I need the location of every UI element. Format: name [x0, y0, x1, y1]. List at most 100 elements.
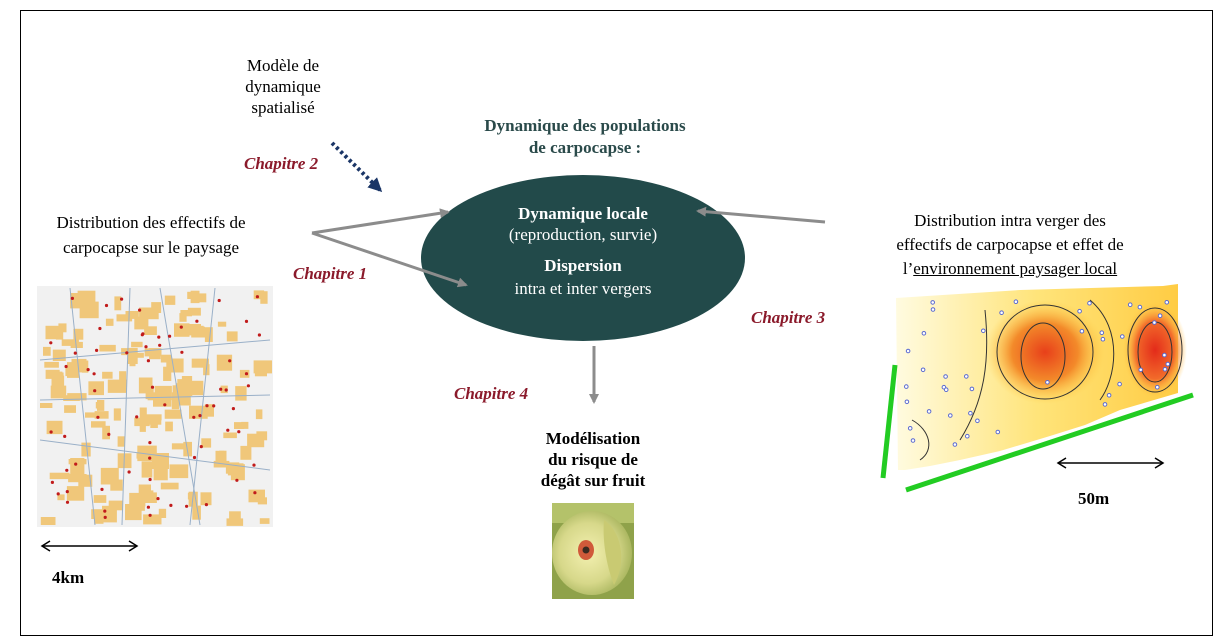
map-trap-dot — [217, 298, 221, 303]
map-parcel — [192, 505, 201, 520]
map-parcel — [241, 421, 249, 429]
map-parcel — [154, 385, 172, 401]
arrow-right-to-local — [696, 206, 826, 224]
map-road — [39, 339, 271, 361]
map-trap-dot — [253, 491, 257, 495]
map-parcel — [40, 403, 53, 408]
map-parcel — [166, 358, 184, 373]
orchard-trap-dot — [1138, 367, 1143, 373]
central-ellipse — [421, 175, 745, 341]
map-parcel — [116, 314, 133, 322]
map-road — [159, 287, 201, 526]
orchard-trap-dot — [1099, 330, 1105, 336]
map-trap-dot — [257, 333, 261, 337]
orchard-trap-dot — [1100, 336, 1106, 342]
map-parcel — [200, 492, 212, 506]
map-parcel — [64, 405, 76, 413]
local-dynamics-title: Dynamique locale — [518, 204, 648, 223]
landscape-map-image — [37, 286, 273, 527]
left-line2: carpocapse sur le paysage — [62, 238, 240, 257]
map-trap-dot — [120, 297, 124, 301]
orchard-trap-dot — [969, 386, 975, 392]
map-trap-dot — [244, 372, 249, 376]
map-parcel — [141, 490, 154, 497]
map-trap-dot — [93, 389, 97, 393]
map-parcel — [139, 307, 159, 320]
left-scale-label: 4km — [52, 568, 85, 587]
map-parcel — [165, 421, 173, 432]
map-parcel — [129, 492, 146, 507]
map-parcel — [40, 517, 56, 525]
map-parcel — [178, 390, 191, 406]
model-line1: Modèle de — [246, 56, 320, 75]
map-parcel — [134, 316, 149, 330]
map-parcel — [138, 377, 153, 394]
orchard-trap-dot — [930, 300, 936, 305]
green-edge-left — [880, 364, 898, 479]
map-trap-dot — [95, 348, 99, 352]
map-road — [39, 439, 271, 471]
orchard-trap-dot — [1165, 361, 1171, 367]
chapter-4-label: Chapitre 4 — [454, 384, 529, 403]
map-parcel — [189, 405, 208, 419]
map-trap-dot — [73, 351, 77, 355]
map-trap-dot — [252, 463, 256, 467]
orchard-trap-dot — [1137, 304, 1143, 310]
orchard-trap-dot — [904, 399, 910, 405]
map-parcel — [240, 445, 252, 460]
chapter-1-label: Chapitre 1 — [293, 264, 368, 283]
orchard-trap-dot — [1155, 384, 1160, 390]
map-trap-dot — [135, 415, 139, 419]
title-line1: Dynamique des populations — [484, 116, 686, 135]
map-parcel — [73, 328, 84, 340]
orchard-trap-dot — [999, 310, 1004, 316]
map-trap-dot — [150, 385, 155, 389]
map-trap-dot — [228, 359, 232, 363]
map-trap-dot — [199, 445, 203, 449]
orchard-trap-dot — [921, 331, 927, 336]
map-trap-dot — [148, 513, 152, 517]
map-trap-dot — [92, 372, 96, 376]
title-line2: de carpocapse : — [528, 138, 642, 157]
orchard-trap-dot — [964, 374, 969, 379]
map-parcel — [255, 409, 263, 420]
orchard-trap-dot — [968, 410, 973, 416]
map-parcel — [153, 466, 168, 481]
map-trap-dot — [144, 345, 148, 349]
right-line3-underlined: environnement paysager local — [913, 259, 1118, 278]
map-parcel — [55, 327, 64, 340]
map-parcel — [63, 395, 80, 401]
map-trap-dot — [49, 430, 53, 434]
map-parcel — [91, 509, 103, 519]
map-parcel — [113, 408, 121, 421]
map-parcel — [190, 290, 200, 304]
orchard-trap-dot — [905, 348, 911, 354]
right-line2: effectifs de carpocapse et effet de — [896, 235, 1124, 254]
orchard-trap-dot — [907, 426, 913, 431]
map-parcel — [226, 331, 238, 342]
map-parcel — [164, 409, 182, 419]
orchard-trap-dot — [1162, 352, 1167, 358]
map-road — [189, 287, 216, 526]
map-parcel — [160, 482, 179, 490]
map-parcel — [139, 417, 146, 432]
map-parcel — [45, 369, 60, 379]
map-parcel — [182, 324, 201, 336]
orchard-trap-dot — [1127, 302, 1133, 308]
map-trap-dot — [138, 308, 142, 312]
map-parcel — [146, 414, 162, 421]
map-parcel — [220, 385, 228, 394]
map-trap-dot — [148, 477, 152, 482]
map-parcel — [235, 386, 247, 401]
orchard-trap-dot — [1087, 300, 1092, 306]
map-trap-dot — [50, 480, 55, 484]
map-trap-dot — [127, 470, 131, 474]
map-parcel — [239, 369, 250, 378]
orchard-trap-dot — [1102, 402, 1108, 407]
map-trap-dot — [212, 404, 216, 408]
model-label: Modèle de dynamique spatialisé — [223, 55, 343, 118]
map-trap-dot — [64, 364, 68, 369]
map-parcel — [179, 313, 187, 322]
map-parcel — [234, 422, 245, 429]
map-parcel — [70, 458, 85, 475]
